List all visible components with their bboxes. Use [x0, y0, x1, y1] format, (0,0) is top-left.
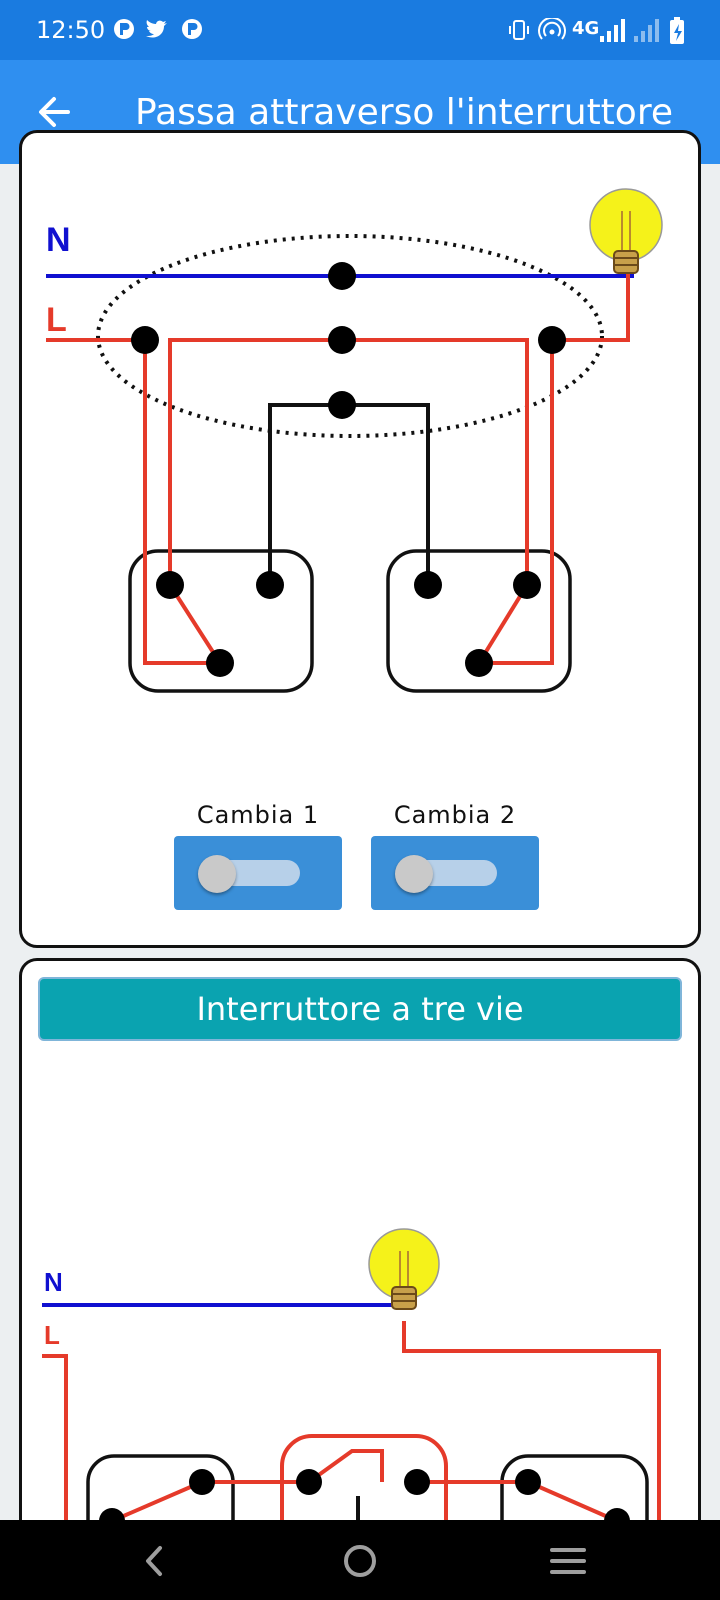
signal-weak-icon — [634, 19, 659, 42]
switch-1-thumb[interactable] — [198, 855, 236, 893]
terminals — [131, 262, 566, 677]
battery-charging-icon — [670, 17, 684, 44]
switch-control-1: Cambia 1 — [174, 798, 342, 910]
notification-icons — [114, 19, 202, 39]
nav-menu-button[interactable] — [538, 1536, 598, 1586]
system-icons-right — [600, 17, 684, 44]
vibrate-icon — [509, 20, 529, 40]
neutral-label-2: N — [44, 1267, 63, 1297]
switch-2-toggle[interactable] — [371, 836, 539, 910]
app-notification-icon — [114, 19, 134, 39]
diagram-card-2: Interruttore a tre vie N L — [19, 958, 701, 1600]
back-nav-icon — [146, 1546, 162, 1576]
junction-box-outline — [96, 234, 604, 438]
diagram-card-1: N L — [19, 130, 701, 948]
system-nav-bar — [0, 1520, 720, 1600]
system-icons-left — [509, 18, 566, 40]
live-label-2: L — [44, 1320, 60, 1350]
back-button[interactable] — [28, 84, 84, 140]
wiring-diagram-1: N L — [46, 188, 663, 693]
switch-box-1 — [128, 549, 314, 693]
twitter-icon — [146, 20, 167, 38]
status-time: 12:50 — [36, 16, 106, 44]
switch-2-thumb[interactable] — [395, 855, 433, 893]
switch-box-2 — [386, 549, 572, 693]
arrow-back-icon — [39, 97, 70, 127]
switch-2-label: Cambia 2 — [393, 801, 517, 829]
signal-icon — [600, 19, 625, 42]
network-type: 4G — [572, 18, 600, 39]
wiring-diagram-2: N L — [42, 1228, 661, 1541]
light-bulb-icon — [589, 188, 663, 274]
intermediate-switch-box — [280, 1434, 448, 1541]
hotspot-icon — [538, 18, 566, 40]
menu-nav-icon — [550, 1548, 586, 1574]
nav-home-button[interactable] — [330, 1536, 390, 1586]
status-bar: 12:50 4G — [0, 0, 720, 60]
light-bulb-icon — [368, 1228, 440, 1310]
home-nav-icon — [344, 1545, 376, 1577]
nav-back-button[interactable] — [124, 1536, 184, 1586]
switch-control-2: Cambia 2 — [371, 798, 539, 910]
switch-1-label: Cambia 1 — [196, 801, 320, 829]
page-title: Passa attraverso l'interruttore — [135, 92, 673, 133]
neutral-label: N — [46, 221, 71, 259]
switch-1-toggle[interactable] — [174, 836, 342, 910]
live-wires-2 — [42, 1321, 661, 1541]
app-notification-icon — [182, 19, 202, 39]
section-header-three-way: Interruttore a tre vie — [38, 977, 682, 1041]
live-label: L — [46, 301, 67, 339]
